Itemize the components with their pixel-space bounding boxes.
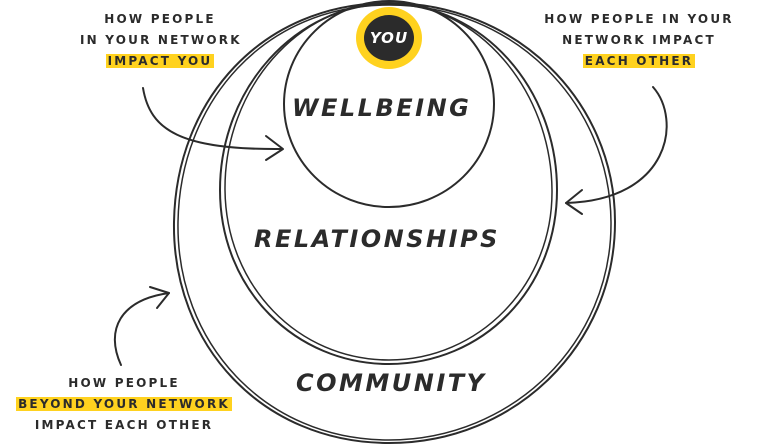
- annotation-top-right-highlight: EACH OTHER: [582, 54, 696, 68]
- annotation-bottom-left-highlight: BEYOND YOUR NETWORK: [16, 397, 232, 411]
- you-badge: [356, 7, 422, 69]
- annotation-top-left-line1: HOW PEOPLE: [104, 12, 216, 26]
- annotation-bottom-left-line3: IMPACT EACH OTHER: [34, 418, 214, 432]
- arrow-left-to-wellbeing-icon: [142, 87, 284, 161]
- annotation-top-right: HOW PEOPLE IN YOUR NETWORK IMPACT EACH O…: [528, 9, 750, 72]
- middle-circle: [218, 2, 559, 366]
- annotation-top-right-line1: HOW PEOPLE IN YOUR: [544, 12, 734, 26]
- inner-circle: [283, 0, 495, 208]
- wellbeing-label: WELLBEING: [292, 94, 472, 122]
- annotation-top-left-highlight: IMPACT YOU: [105, 54, 215, 68]
- arrow-right-to-relationships-icon: [565, 86, 668, 215]
- arrow-bottom-to-community-icon: [113, 286, 170, 366]
- you-label: YOU: [369, 29, 409, 47]
- annotation-top-left: HOW PEOPLE IN YOUR NETWORK IMPACT YOU: [80, 9, 240, 72]
- annotation-bottom-left-line1: HOW PEOPLE: [68, 376, 180, 390]
- outer-circle: [172, 1, 617, 445]
- community-label: COMMUNITY: [296, 369, 487, 397]
- annotation-top-right-line2: NETWORK IMPACT: [562, 33, 716, 47]
- annotation-bottom-left: HOW PEOPLE BEYOND YOUR NETWORK IMPACT EA…: [0, 373, 248, 436]
- relationships-label: RELATIONSHIPS: [254, 225, 500, 253]
- annotation-top-left-line2: IN YOUR NETWORK: [80, 33, 242, 47]
